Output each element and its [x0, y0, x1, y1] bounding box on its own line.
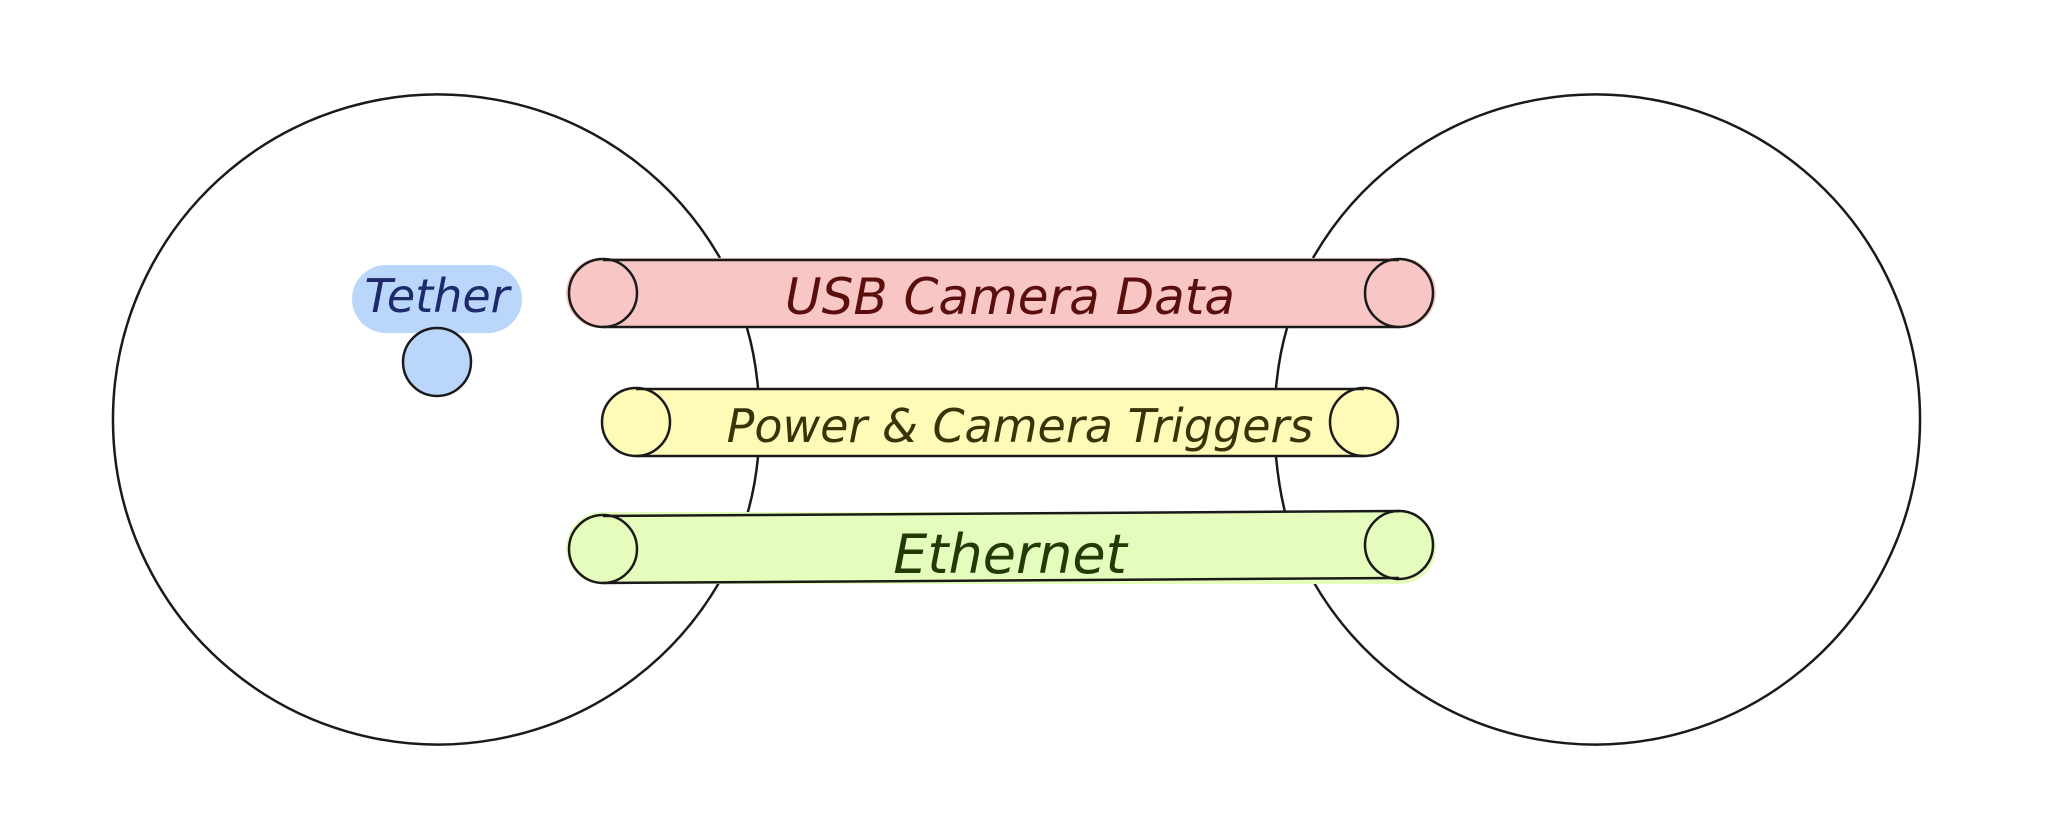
ethernet-cable-label: Ethernet: [893, 523, 1128, 586]
ethernet-cable-top-edge: [602, 509, 1400, 518]
usb-camera-data-cable: USB Camera Data: [566, 257, 1436, 329]
usb-cable-highlight: [566, 258, 1436, 328]
power-camera-triggers-cable: Power & Camera Triggers: [600, 386, 1400, 458]
right-node-circle: [1274, 93, 1922, 746]
power-cable-left-connector: [600, 386, 672, 458]
ethernet-cable: Ethernet: [566, 509, 1436, 586]
power-cable-right-connector: [1328, 386, 1400, 458]
tether-connector: [401, 326, 473, 398]
tether-label-highlight: [352, 265, 522, 333]
ethernet-cable-bottom-edge: [602, 576, 1400, 585]
usb-cable-label: USB Camera Data: [785, 268, 1235, 326]
power-cable-label: Power & Camera Triggers: [727, 399, 1314, 453]
ethernet-cable-highlight: [566, 512, 1436, 584]
ethernet-cable-right-connector: [1363, 509, 1435, 581]
ethernet-cable-left-connector: [567, 513, 639, 585]
power-cable-highlight: [602, 388, 1398, 457]
tether-group: Tether: [352, 265, 522, 398]
usb-cable-left-connector: [567, 257, 639, 329]
usb-cable-right-connector: [1363, 257, 1435, 329]
tether-label: Tether: [364, 269, 512, 323]
left-node-circle: [111, 93, 760, 746]
